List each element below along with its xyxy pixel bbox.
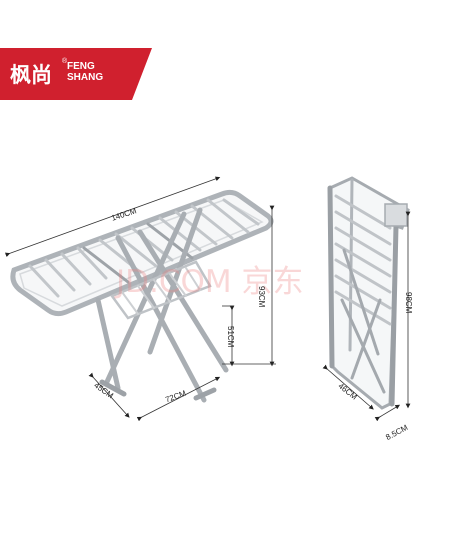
folded-rack — [327, 176, 410, 410]
dimension-lines-folded — [322, 211, 411, 422]
brand-name-chinese: 枫尚 — [10, 63, 52, 87]
dimension-mid-height-label: 51CM — [226, 326, 235, 348]
dimension-lines-unfolded — [4, 176, 276, 422]
registered-mark: ® — [62, 58, 68, 65]
jd-watermark: JD.COM 京东 — [116, 264, 304, 300]
brand-name-english: FENG SHANG — [67, 61, 103, 83]
dimension-height-label: 93CM — [257, 286, 266, 308]
brand-name-english-line1: FENG — [67, 61, 95, 72]
dimension-folded-height-label: 98CM — [404, 292, 413, 314]
brand-name-english-line2: SHANG — [67, 72, 104, 83]
brand-logo-banner — [0, 48, 152, 100]
